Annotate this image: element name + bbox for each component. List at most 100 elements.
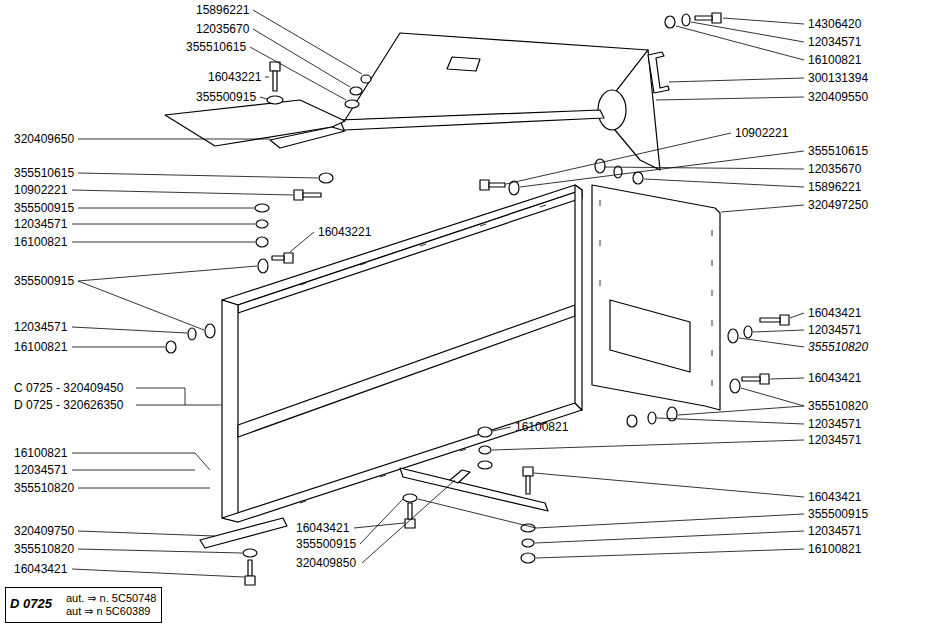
hood-hole	[598, 90, 626, 130]
part-number: 14306420	[808, 17, 861, 31]
bracket-rail	[270, 127, 345, 148]
part-number: 355510820	[14, 542, 74, 556]
part-number: 355510615	[808, 144, 868, 158]
frame-slots	[300, 205, 546, 503]
bolt-head	[294, 190, 303, 200]
bolt-shank	[760, 318, 780, 322]
side-panel	[592, 185, 720, 410]
leader-lines	[72, 10, 804, 577]
part-number: 10902221	[14, 183, 67, 197]
washer	[258, 259, 268, 273]
part-number: 355510820	[808, 340, 868, 354]
part-number: 320409550	[808, 90, 868, 104]
bolt-head	[480, 180, 489, 190]
part-number: 355510820	[14, 481, 74, 495]
nut	[665, 16, 675, 28]
part-number: 300131394	[808, 71, 868, 85]
part-number: 355510615	[186, 40, 246, 54]
washer	[256, 220, 268, 228]
nut	[633, 172, 643, 184]
hood-cutout	[447, 57, 480, 71]
bolt-shank	[526, 476, 530, 494]
part-number: 355500915	[296, 537, 356, 551]
part-number: 16043421	[296, 521, 349, 535]
bolt-shank	[408, 503, 412, 519]
bolt-shank	[695, 16, 712, 20]
part-number: 12034571	[14, 463, 67, 477]
part-number: 16100821	[14, 340, 67, 354]
bolt-shank	[303, 193, 321, 197]
frame-left-post	[222, 300, 238, 522]
part-number: 15896221	[808, 180, 861, 194]
part-number: 12034571	[808, 524, 861, 538]
note-line: aut. ⇒ n. 5C50748	[66, 592, 157, 605]
part-number: 355500915	[196, 90, 256, 104]
frame-mid-rail	[238, 305, 575, 437]
bolt-head	[780, 315, 789, 325]
note-line: aut ⇒ n 5C60389	[66, 605, 150, 618]
part-number: 16100821	[808, 53, 861, 67]
part-number: 320409750	[14, 524, 74, 538]
nut	[256, 237, 268, 247]
part-number: 355500915	[808, 507, 868, 521]
part-number: 16043221	[318, 225, 371, 239]
part-number: 16043421	[14, 562, 67, 576]
part-number: 16100821	[14, 235, 67, 249]
frame-top-rail	[222, 185, 582, 305]
washer	[188, 328, 196, 340]
washer	[730, 379, 740, 393]
part-number: 10902221	[735, 126, 788, 140]
part-number: 12034571	[808, 35, 861, 49]
washer	[728, 329, 738, 343]
part-number: 12035670	[808, 162, 861, 176]
part-number: D 0725 - 320626350	[14, 398, 123, 412]
washer	[595, 159, 605, 173]
washer	[319, 173, 333, 183]
panel-slots	[600, 200, 712, 386]
bolt-head	[712, 13, 721, 23]
part-number: 12035670	[196, 22, 249, 36]
part-number: 16100821	[808, 542, 861, 556]
bolt-shank	[489, 183, 505, 187]
part-number: 16100821	[14, 446, 67, 460]
hood-flange	[340, 110, 604, 130]
bolt-shank	[742, 377, 760, 381]
washer	[682, 14, 690, 26]
bolt-head	[270, 62, 280, 71]
nut	[521, 553, 535, 563]
bolt-shank	[248, 560, 252, 576]
part-number: 12034571	[808, 433, 861, 447]
strip-tab	[450, 470, 470, 483]
part-number: 12034571	[14, 217, 67, 231]
bolt-shank	[273, 71, 277, 91]
note-heading: D 0725	[10, 596, 52, 612]
washer	[255, 204, 269, 212]
note-box: D 0725 aut. ⇒ n. 5C50748aut ⇒ n 5C60389	[5, 587, 162, 623]
bolt-head	[245, 576, 255, 585]
washer	[479, 446, 491, 454]
bolt-head	[284, 253, 293, 263]
nut	[627, 415, 637, 427]
washer	[361, 75, 371, 83]
washer	[478, 461, 492, 469]
nut	[478, 427, 492, 437]
part-number: 355510820	[808, 399, 868, 413]
bolt-head	[523, 467, 533, 476]
washer	[522, 539, 534, 547]
washer	[267, 96, 283, 104]
part-number: 355500915	[14, 274, 74, 288]
washer	[345, 100, 359, 108]
part-number: 355510615	[14, 166, 74, 180]
bolt-head	[760, 374, 769, 384]
part-number: 16100821	[515, 420, 568, 434]
washer	[614, 166, 622, 178]
washer	[205, 324, 215, 338]
washer	[744, 326, 752, 338]
panel-window	[610, 300, 690, 372]
bottom-strip	[400, 468, 548, 511]
part-number: 16043421	[808, 490, 861, 504]
part-number: 16043221	[208, 70, 261, 84]
part-number: 12034571	[808, 323, 861, 337]
frame-right-post	[575, 185, 582, 410]
